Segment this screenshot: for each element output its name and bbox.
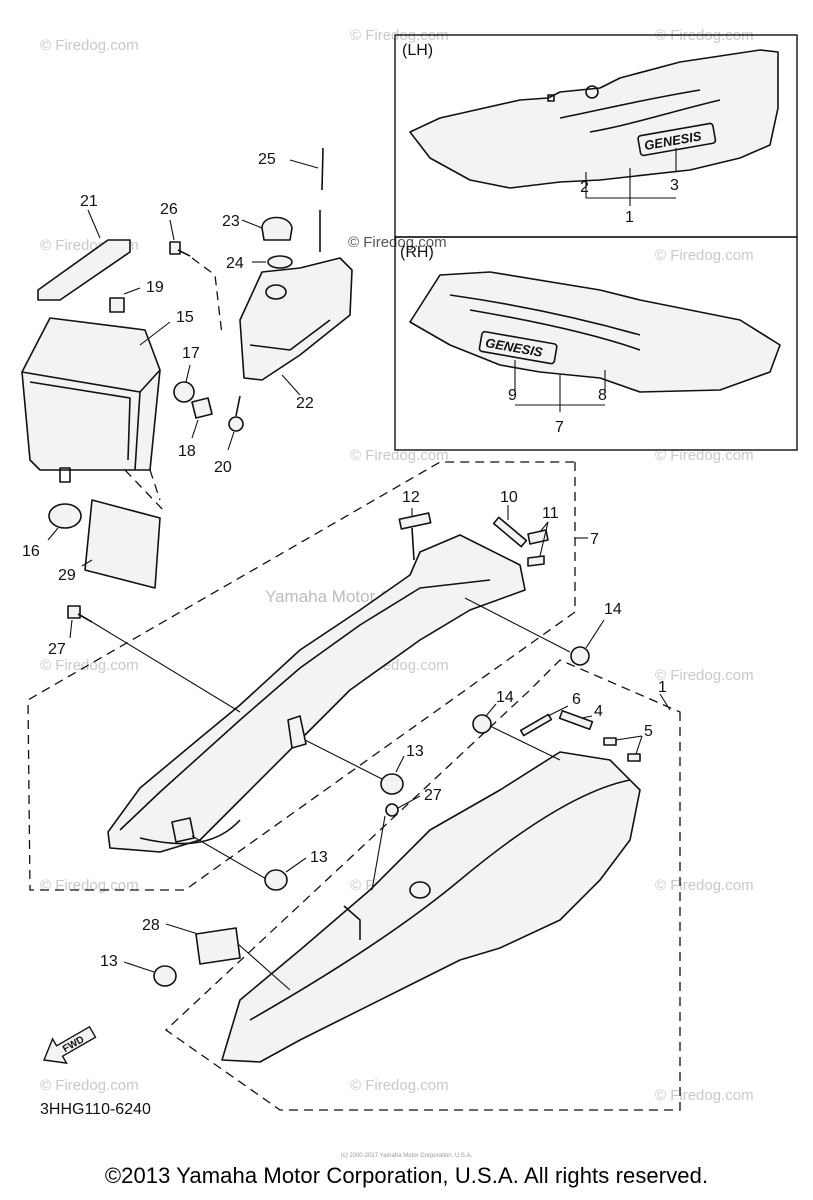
watermark: © Firedog.com <box>350 1077 449 1094</box>
rh-label: (RH) <box>400 244 434 261</box>
tiny-credit: (c) 2000-2017 Yamaha Motor Corporation, … <box>340 1153 473 1159</box>
lh-label: (LH) <box>402 42 433 59</box>
callout-25: 25 <box>258 151 276 168</box>
copyright-notice: ©2013 Yamaha Motor Corporation, U.S.A. A… <box>104 1163 709 1188</box>
callout-17: 17 <box>182 345 200 362</box>
callout-26: 26 <box>160 201 178 218</box>
callout-15: 15 <box>176 309 194 326</box>
fwd-arrow-icon: FWD <box>43 1025 97 1065</box>
reservoir-group: 25 23 24 26 22 17 18 20 <box>160 147 353 476</box>
watermark: © Firedog.com <box>655 1087 754 1104</box>
rh-panel: (RH) GENESIS 9 8 7 <box>394 236 798 451</box>
watermark: © Firedog.com <box>40 37 139 54</box>
callout-18: 18 <box>178 443 196 460</box>
callout-8: 8 <box>598 387 607 404</box>
inner-cover-group: 12 10 11 7 27 <box>27 461 599 891</box>
callout-21: 21 <box>80 193 98 210</box>
callout-10: 10 <box>500 489 518 506</box>
callout-28: 28 <box>142 917 160 934</box>
callout-1-lh: 1 <box>625 209 634 226</box>
watermark: © Firedog.com <box>348 234 447 251</box>
callout-29: 29 <box>58 567 76 584</box>
callout-7: 7 <box>590 531 599 548</box>
callout-23: 23 <box>222 213 240 230</box>
watermark: © Firedog.com <box>655 247 754 264</box>
callout-11: 11 <box>542 505 559 522</box>
callout-14: 14 <box>604 601 622 618</box>
watermark: © Firedog.com <box>655 877 754 894</box>
callout-27-lower: 27 <box>424 787 442 804</box>
diagram-code: 3HHG110-6240 <box>40 1101 151 1118</box>
watermark: © Firedog.com <box>40 657 139 674</box>
callout-3: 3 <box>670 177 679 194</box>
callout-19: 19 <box>146 279 164 296</box>
callout-13-c: 13 <box>100 953 118 970</box>
callout-20: 20 <box>214 459 232 476</box>
watermark: © Firedog.com <box>655 667 754 684</box>
callout-12: 12 <box>402 489 420 506</box>
watermark: © Firedog.com <box>655 447 754 464</box>
callout-7-rh: 7 <box>555 419 564 436</box>
watermark: © Firedog.com <box>350 447 449 464</box>
callout-1: 1 <box>658 679 667 696</box>
watermark: © Firedog.com <box>40 877 139 894</box>
callout-9: 9 <box>508 387 517 404</box>
battery-box-group: 21 19 15 16 29 <box>21 193 194 589</box>
callout-2: 2 <box>580 179 589 196</box>
callout-13-a: 13 <box>406 743 424 760</box>
callout-16: 16 <box>22 543 40 560</box>
callout-4: 4 <box>594 703 603 720</box>
callout-27: 27 <box>48 641 66 658</box>
watermark: © Firedog.com <box>40 1077 139 1094</box>
callout-5: 5 <box>644 723 653 740</box>
callout-14-lower: 14 <box>496 689 514 706</box>
callout-6: 6 <box>572 691 581 708</box>
lh-panel: (LH) GENESIS 2 3 1 <box>394 34 798 238</box>
fwd-label: FWD <box>61 1034 86 1055</box>
side-cover-group: 14 14 6 4 5 1 13 13 13 2 <box>100 597 681 1111</box>
callout-22: 22 <box>296 395 314 412</box>
callout-24: 24 <box>226 255 244 272</box>
callout-13-b: 13 <box>310 849 328 866</box>
